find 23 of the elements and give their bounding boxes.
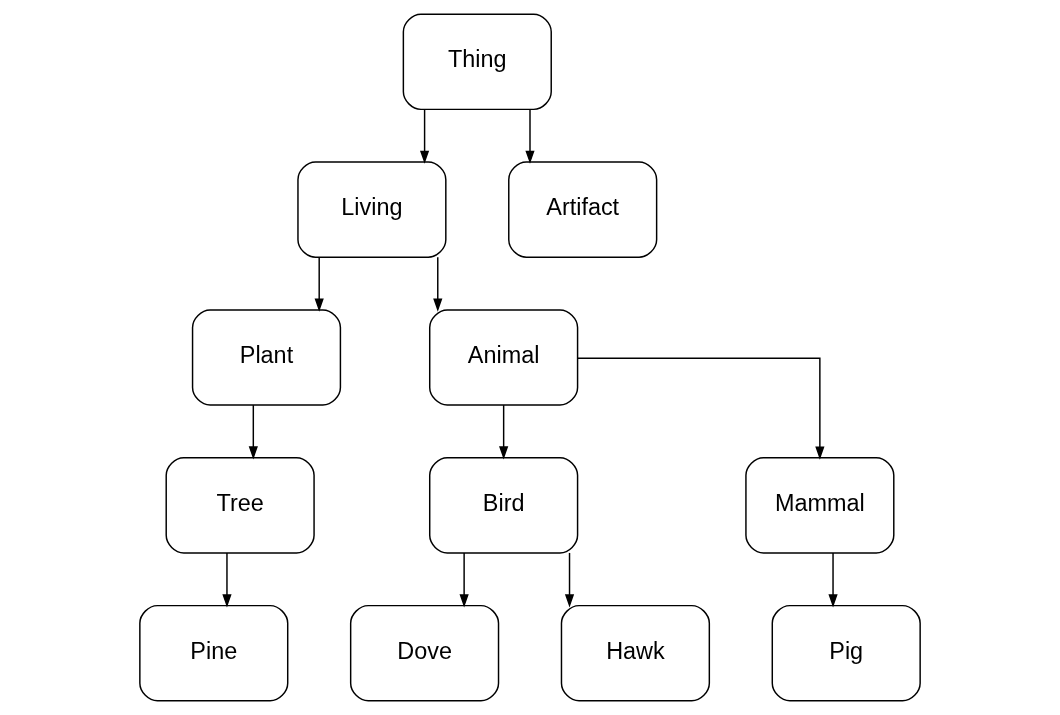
node-box: Artifact [508,161,658,258]
node-box: Pine [139,604,289,702]
arrow [433,256,443,312]
node-box: Tree [165,457,315,554]
node-box: Pig [771,604,921,702]
arrow [577,357,825,460]
arrow [525,108,535,164]
node-box: Bird [429,457,579,554]
node-box: Thing [402,13,552,111]
arrow [222,552,232,608]
arrow [828,552,838,608]
arrow [459,552,469,608]
arrow [564,552,575,608]
node-box: Hawk [560,604,711,702]
node-box: Mammal [745,457,895,554]
arrow [314,256,324,312]
arrow [248,404,258,460]
node-box: Plant [191,309,342,406]
arrow [499,404,509,460]
node-box: Dove [349,604,500,702]
arrow [420,108,430,164]
node-box: Animal [429,309,579,406]
node-box: Living [297,161,447,258]
